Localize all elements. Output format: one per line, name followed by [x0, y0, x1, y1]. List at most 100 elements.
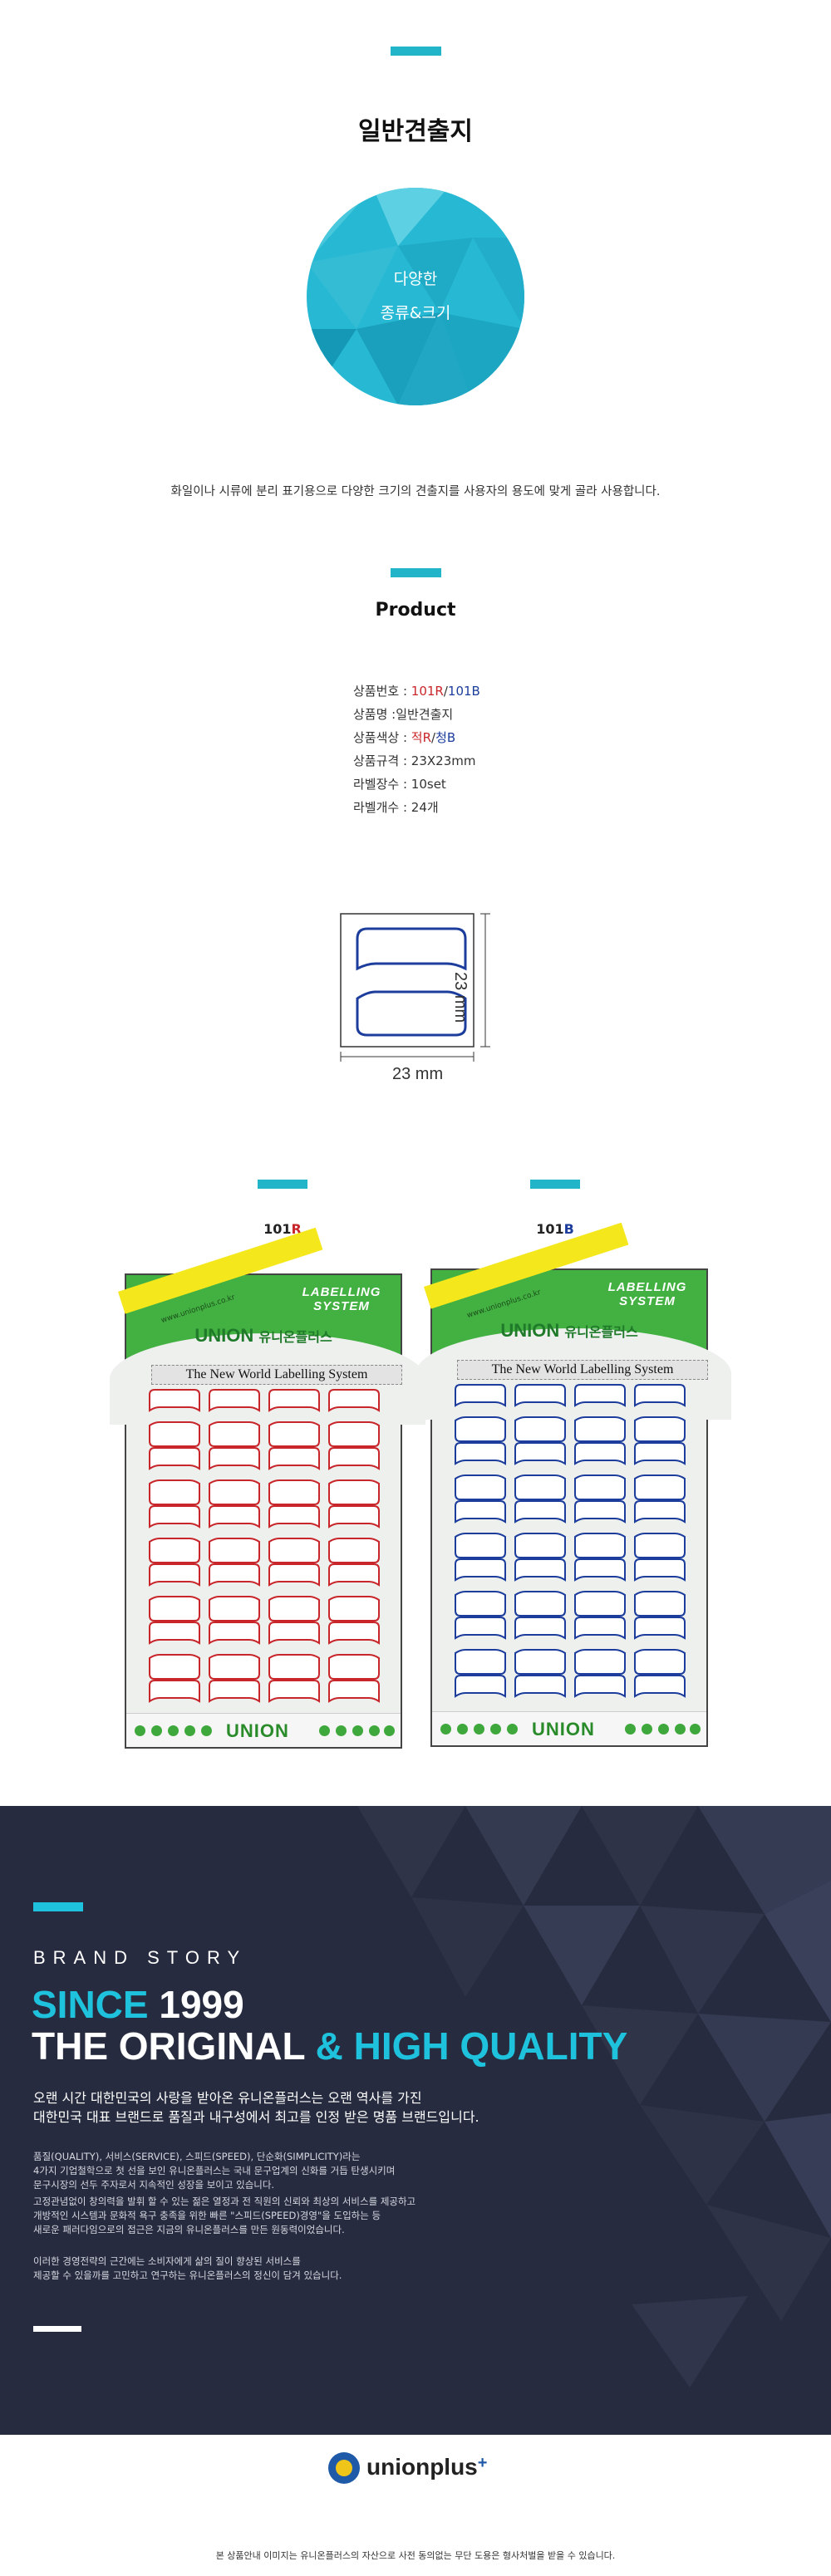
- brand-lead-text: 오랜 시간 대한민국의 사랑을 받아온 유니온플러스는 오랜 역사를 가진 대한…: [33, 2090, 479, 2125]
- footer-dot: [369, 1725, 380, 1736]
- label-sticker: [455, 1617, 506, 1640]
- label-sticker: [574, 1649, 626, 1675]
- footer-dot: [319, 1725, 330, 1736]
- label-grid-red: [149, 1389, 380, 1703]
- card-footer-brand: UNION: [226, 1720, 289, 1741]
- label-sticker: [574, 1384, 626, 1407]
- label-sticker: [268, 1421, 320, 1447]
- label-sticker: [455, 1442, 506, 1465]
- brand-paragraph-2: 고정관념없이 창의력을 발휘 할 수 있는 젊은 열정과 전 직원의 신뢰와 최…: [33, 2196, 416, 2235]
- label-sticker: [328, 1596, 380, 1622]
- footer-dot: [440, 1724, 451, 1735]
- label-sticker: [634, 1617, 686, 1640]
- label-grid-blue: [455, 1384, 686, 1698]
- hero-circle-pattern: [307, 188, 524, 405]
- label-sticker: [328, 1479, 380, 1505]
- brand-story-section: BRAND STORY SINCE 1999 THE ORIGINAL & HI…: [0, 1806, 831, 2435]
- label-sticker: [514, 1416, 566, 1442]
- logo-text: unionplus+: [366, 2454, 488, 2480]
- label-sticker: [268, 1389, 320, 1412]
- label-dimension-drawing: [340, 913, 490, 1062]
- label-sticker: [574, 1500, 626, 1524]
- label-sticker: [455, 1384, 506, 1407]
- label-sticker: [209, 1538, 260, 1563]
- label-sticker: [634, 1500, 686, 1524]
- label-sticker: [268, 1563, 320, 1587]
- card-title: The New World Labelling System: [457, 1360, 708, 1380]
- label-sticker: [268, 1622, 320, 1645]
- footer-dot: [201, 1725, 212, 1736]
- label-sticker: [634, 1591, 686, 1617]
- footer-dot: [457, 1724, 468, 1735]
- label-sticker: [209, 1563, 260, 1587]
- label-sticker: [268, 1538, 320, 1563]
- label-sticker: [209, 1447, 260, 1470]
- label-sticker: [514, 1533, 566, 1558]
- label-sticker: [149, 1622, 200, 1645]
- label-sticker: [209, 1680, 260, 1703]
- label-sticker: [514, 1442, 566, 1465]
- label-sticker: [574, 1416, 626, 1442]
- label-sticker: [149, 1680, 200, 1703]
- label-sticker: [268, 1479, 320, 1505]
- label-sticker: [455, 1474, 506, 1500]
- label-sticker: [514, 1500, 566, 1524]
- footer-dot: [690, 1724, 701, 1735]
- accent-bar-product: [391, 568, 441, 577]
- label-sticker: [149, 1421, 200, 1447]
- footer-dot: [336, 1725, 347, 1736]
- label-sticker: [149, 1389, 200, 1412]
- label-sticker: [149, 1505, 200, 1528]
- label-sticker: [149, 1479, 200, 1505]
- brand-paragraph-3: 이러한 경영전략의 근간에는 소비자에게 삶의 질이 향상된 서비스를 제공할 …: [33, 2255, 342, 2281]
- brand-since-heading: SINCE 1999: [32, 1983, 244, 2026]
- label-sticker: [455, 1416, 506, 1442]
- label-sticker: [268, 1680, 320, 1703]
- footer-dot: [168, 1725, 179, 1736]
- label-sticker: [209, 1389, 260, 1412]
- label-sticker: [268, 1596, 320, 1622]
- label-sticker: [209, 1505, 260, 1528]
- label-sticker: [574, 1474, 626, 1500]
- label-sticker: [149, 1563, 200, 1587]
- copyright-notice: 본 상품안내 이미지는 유니온플러스의 자산으로 사전 동의없는 무단 도용은 …: [215, 2550, 616, 2561]
- hero-circle: 다양한 종류&크기: [307, 188, 524, 405]
- footer-dot: [135, 1725, 145, 1736]
- brand-original-heading: THE ORIGINAL & HIGH QUALITY: [32, 2024, 628, 2068]
- label-sticker: [514, 1558, 566, 1582]
- dimension-height-label: 23 mm: [451, 972, 470, 1023]
- label-sticker: [634, 1558, 686, 1582]
- label-sticker: [268, 1505, 320, 1528]
- label-sticker: [574, 1591, 626, 1617]
- label-sticker: [268, 1447, 320, 1470]
- label-sticker: [209, 1654, 260, 1680]
- label-sticker: [268, 1654, 320, 1680]
- label-sticker: [514, 1675, 566, 1698]
- footer-dot: [507, 1724, 518, 1735]
- brand-story-label: BRAND STORY: [33, 1947, 248, 1968]
- footer-dot: [151, 1725, 162, 1736]
- footer-dot: [675, 1724, 686, 1735]
- label-sticker: [209, 1421, 260, 1447]
- label-sticker: [328, 1447, 380, 1470]
- footer-dot: [474, 1724, 484, 1735]
- label-sticker: [149, 1447, 200, 1470]
- footer-dot: [658, 1724, 669, 1735]
- footer-dot: [642, 1724, 652, 1735]
- card-brand: UNION 유니온플러스: [500, 1320, 638, 1341]
- hero-line-1: 다양한: [393, 270, 438, 288]
- label-sticker: [209, 1622, 260, 1645]
- label-sticker: [149, 1538, 200, 1563]
- label-sticker: [514, 1474, 566, 1500]
- footer-dot: [384, 1725, 395, 1736]
- label-sticker: [328, 1421, 380, 1447]
- label-sticker: [514, 1384, 566, 1407]
- label-sticker: [634, 1384, 686, 1407]
- label-sticker: [328, 1389, 380, 1412]
- unionplus-logo: unionplus+: [328, 2452, 519, 2485]
- label-sticker: [455, 1591, 506, 1617]
